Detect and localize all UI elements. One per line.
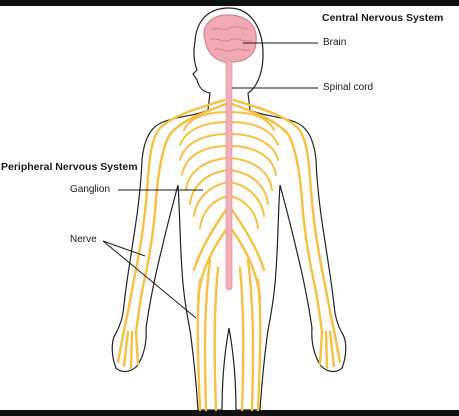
brain-label: Brain: [323, 37, 347, 48]
spinal-cord-shape: [225, 59, 233, 291]
frame-top: [0, 0, 459, 6]
nerve-leader-line-leg: [102, 240, 197, 319]
limb-nerves: [116, 98, 342, 412]
rib-nerves: [179, 111, 279, 229]
nerve-leader-line-arm: [102, 240, 146, 257]
ganglion-label: Ganglion: [70, 184, 111, 195]
leader-lines: [102, 42, 318, 319]
central-nervous-system-heading: Central Nervous System: [322, 12, 444, 24]
spinal-cord-label: Spinal cord: [323, 82, 374, 93]
brain-shape: [203, 14, 257, 63]
peripheral-nervous-system-heading: Peripheral Nervous System: [1, 161, 138, 173]
frame-bottom: [0, 410, 459, 416]
nerve-label: Nerve: [70, 234, 97, 245]
